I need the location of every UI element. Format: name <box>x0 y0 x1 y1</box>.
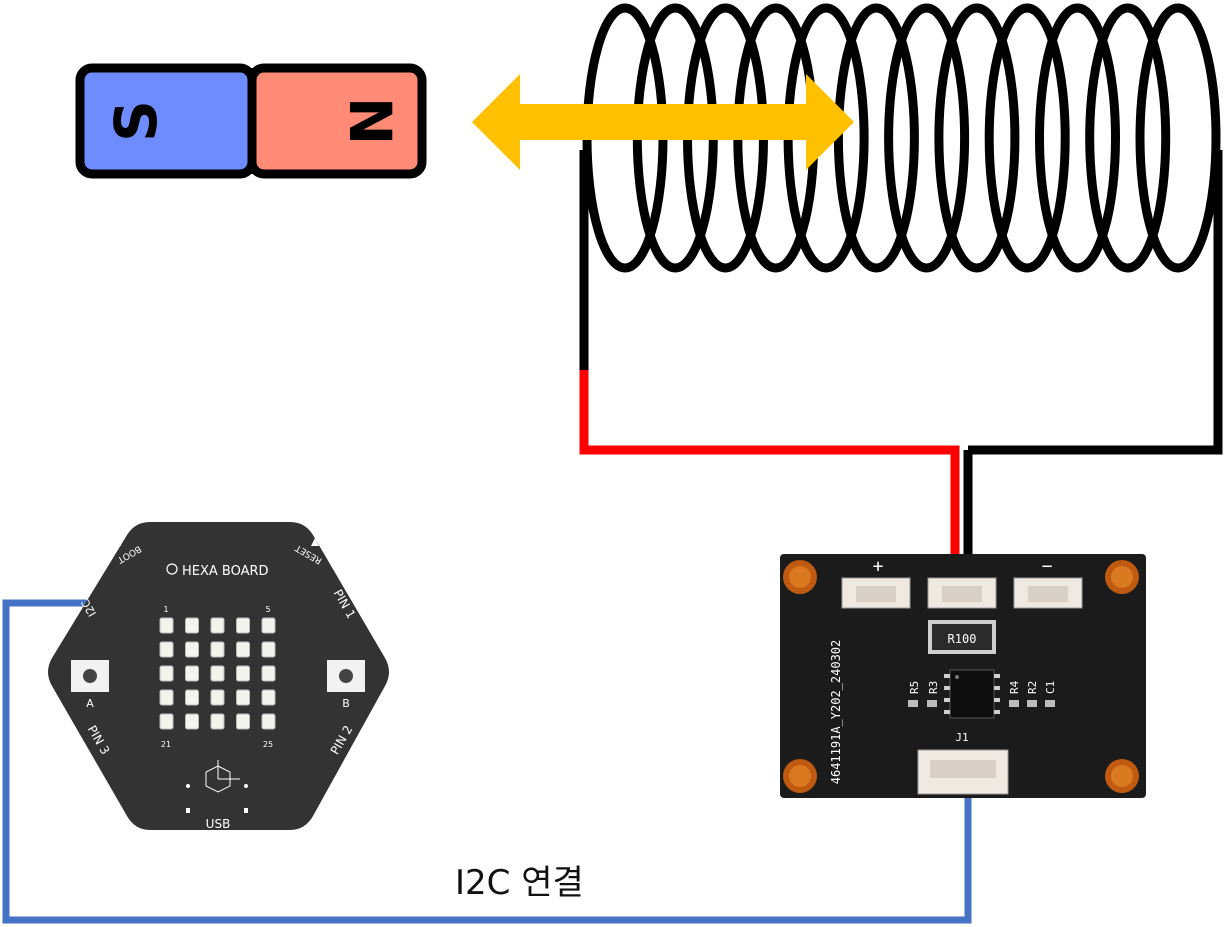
button-a-cap[interactable] <box>83 669 97 683</box>
led-index-last: 25 <box>263 740 273 749</box>
coil-turn <box>833 3 919 273</box>
ic-pin1-dot <box>955 675 959 679</box>
circuit-wires <box>579 150 1223 590</box>
r4-label: R4 <box>1008 680 1021 694</box>
led <box>159 641 174 658</box>
shunt-resistor <box>928 620 996 654</box>
led <box>210 713 225 730</box>
bar-magnet: S N <box>75 63 427 179</box>
south-label: S <box>102 100 170 142</box>
led-index-first: 1 <box>163 605 168 614</box>
led <box>159 713 174 730</box>
led <box>210 641 225 658</box>
led <box>159 665 174 682</box>
r2-label: R2 <box>1026 681 1039 694</box>
button-b-label: B <box>342 697 350 710</box>
r3-label: R3 <box>927 681 940 694</box>
smd-components <box>908 700 1055 707</box>
reset-marker-icon <box>311 538 319 546</box>
coil-turn <box>934 3 1020 273</box>
plus-label: + <box>873 556 884 577</box>
coil-turn <box>984 3 1070 273</box>
led <box>261 713 276 730</box>
sensor-board: + − R100 4641191A_Y202_240302 R5 R3 R4 R… <box>780 554 1146 798</box>
led <box>236 641 250 658</box>
hexa-logo-icon <box>166 563 178 575</box>
sensor-dot-right <box>244 784 248 788</box>
hexa-board: HEXA BOARD BOOT RESET I2C PIN 1 PIN 2 PI… <box>48 522 389 831</box>
button-a-label: A <box>86 697 94 710</box>
button-b-cap[interactable] <box>339 669 353 683</box>
led <box>185 713 199 730</box>
led <box>236 689 250 706</box>
connector-center <box>927 577 997 609</box>
r5-label: R5 <box>908 681 921 694</box>
caption: I2C 연결 <box>455 863 584 903</box>
coil-right-wire <box>968 150 1223 455</box>
coil-turn <box>1135 3 1221 273</box>
led <box>236 665 250 682</box>
led <box>261 665 276 682</box>
led <box>185 689 199 706</box>
led <box>261 617 276 634</box>
led <box>210 617 225 634</box>
led <box>210 689 225 706</box>
led <box>185 665 199 682</box>
led <box>236 617 250 634</box>
led <box>210 665 225 682</box>
led <box>236 713 250 730</box>
coil-turn <box>1085 3 1171 273</box>
usb-label: USB <box>206 817 231 831</box>
led <box>185 641 199 658</box>
part-number: 4641191A_Y202_240302 <box>829 640 843 785</box>
minus-label: − <box>1042 556 1053 577</box>
j1-connector <box>917 749 1009 795</box>
boot-marker-icon <box>113 538 121 546</box>
resistor-label: R100 <box>948 632 977 646</box>
i2c-cable <box>2 599 972 924</box>
usb-port-right <box>244 808 248 813</box>
motion-arrow <box>472 74 854 170</box>
hexa-board-title: HEXA BOARD <box>182 564 269 579</box>
led <box>185 617 199 634</box>
ic-pins <box>944 674 1000 714</box>
connector-plus <box>841 577 911 609</box>
connector-minus <box>1013 577 1083 609</box>
coil-turn <box>884 3 970 273</box>
axis-icon <box>205 760 240 793</box>
led <box>261 689 276 706</box>
led <box>261 641 276 658</box>
sensor-dot-left <box>186 784 190 788</box>
j1-label: J1 <box>955 731 968 744</box>
led-index-fifth: 5 <box>265 605 270 614</box>
led <box>159 617 174 634</box>
c1-label: C1 <box>1044 681 1057 694</box>
led <box>159 689 174 706</box>
led-matrix <box>159 617 276 730</box>
north-label: N <box>336 97 404 146</box>
usb-port-left <box>186 808 190 813</box>
mounting-holes <box>783 560 1139 793</box>
red-wire <box>579 370 960 590</box>
coil-turn <box>1035 3 1120 273</box>
led-index-twentyfirst: 21 <box>161 740 171 749</box>
